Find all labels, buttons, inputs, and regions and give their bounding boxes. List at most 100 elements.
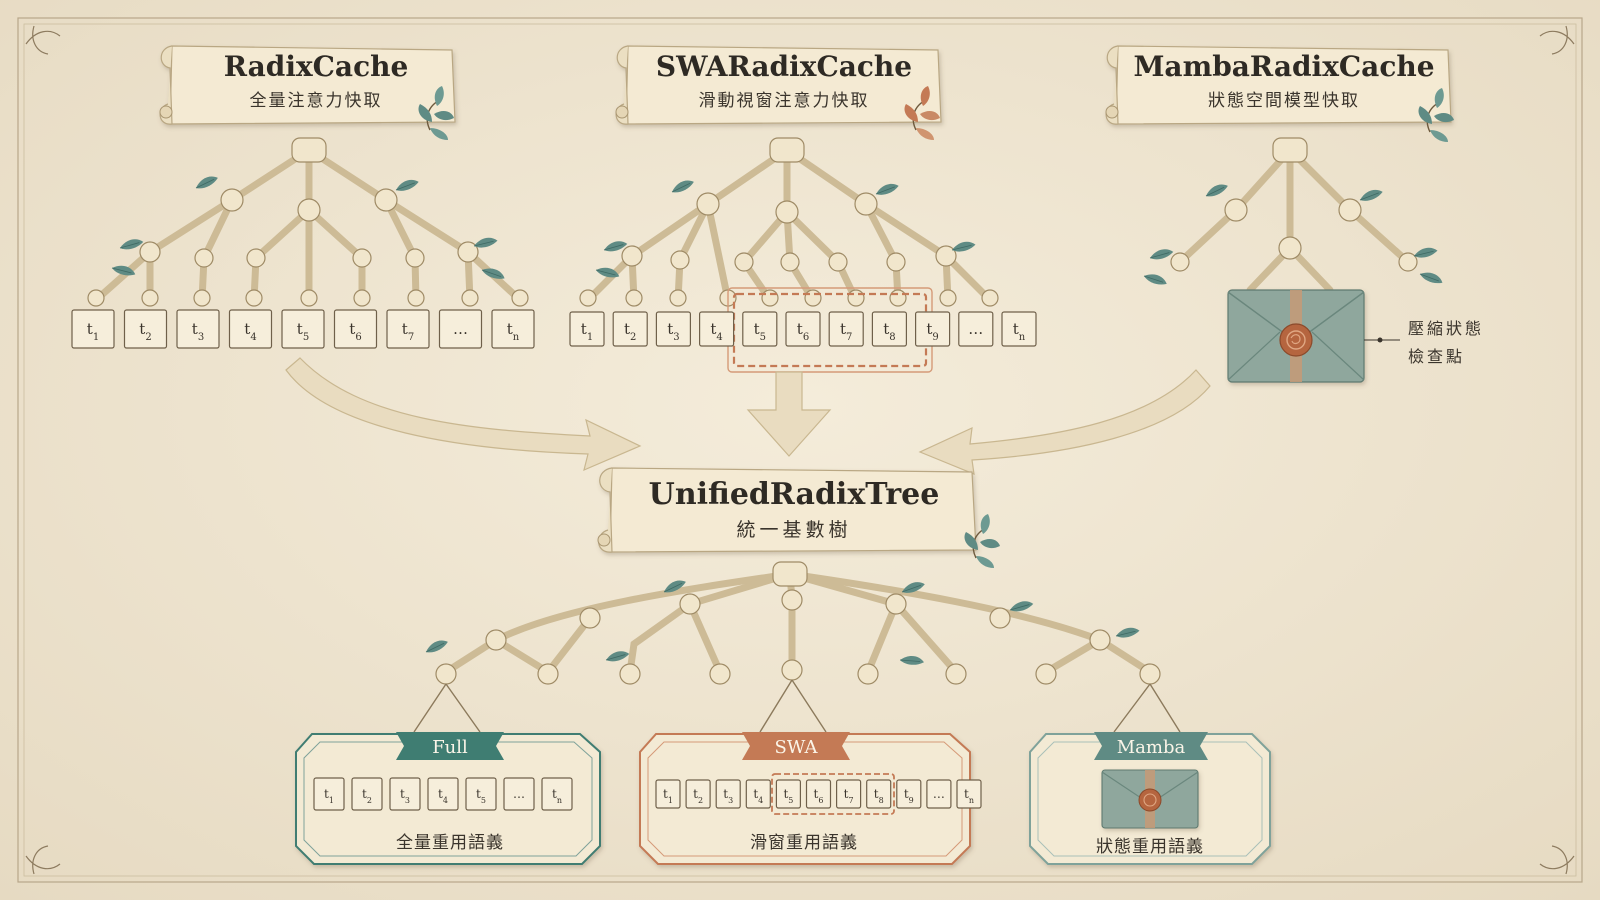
token-box (569, 311, 605, 347)
checkpoint-pointer-dot (1377, 337, 1383, 343)
token-box (71, 309, 115, 349)
token-box (655, 779, 681, 809)
token-box (775, 779, 802, 809)
radix-cache-title: RadixCache (224, 50, 409, 83)
radix-cache-tree-nodes (87, 137, 529, 307)
token-label: … (453, 320, 468, 338)
token-label: t7 (844, 787, 854, 805)
inner-frame (23, 23, 1577, 877)
unified-tree-nodes (435, 561, 1161, 685)
swa-cache-subtitle: 滑動視窗注意力快取 (699, 91, 870, 111)
radix-cache-banner (159, 45, 456, 125)
full-panel-label: 全量重用語義 (396, 833, 504, 853)
swa-cache-tree-nodes (579, 137, 999, 307)
token-box (914, 311, 951, 347)
token-label: t1 (324, 787, 334, 805)
full-tag (396, 732, 504, 760)
mamba-cache-title: MambaRadixCache (1133, 50, 1434, 83)
swa-tag (742, 732, 850, 760)
token-label: t5 (476, 787, 486, 805)
mamba-tag (1094, 732, 1208, 760)
token-box (491, 309, 535, 349)
token-box (281, 309, 325, 349)
token-box (389, 777, 421, 811)
token-box (228, 309, 273, 349)
token-label: t1 (663, 787, 673, 805)
mamba-cache-tree-nodes (1170, 137, 1418, 272)
token-label: tn (964, 787, 974, 805)
token-box (612, 311, 648, 347)
wax-seal-icon (1138, 788, 1162, 812)
swa-tag-label: SWA (775, 737, 819, 758)
full-tag-label: Full (432, 737, 468, 758)
wax-seal-icon (1279, 323, 1313, 357)
unified-radix-tree-banner (597, 467, 977, 553)
swa-cache-banner (615, 45, 942, 125)
full-panel-token-row: t1 t2 t3 t4 t5 … tn (313, 777, 573, 811)
unified-title: UnifiedRadixTree (649, 477, 940, 512)
token-box (698, 311, 735, 347)
token-box (333, 309, 378, 349)
arrow-icon (285, 357, 1211, 475)
token-box (465, 777, 497, 811)
token-box (742, 311, 778, 347)
panel-hanging-strings (413, 679, 1181, 733)
token-box (805, 779, 832, 809)
token-label: t9 (904, 787, 914, 805)
token-box (176, 309, 220, 349)
token-label: tn (552, 787, 562, 805)
token-label: … (933, 787, 945, 801)
swa-panel (639, 733, 971, 865)
token-label: t4 (438, 787, 448, 805)
swa-cache-title: SWARadixCache (656, 50, 912, 83)
token-box (685, 779, 711, 809)
token-box (745, 779, 771, 809)
token-box (123, 309, 168, 349)
token-label: t3 (723, 787, 733, 805)
swa-panel-token-row: t1 t2 t3 t4 t5 t6 t7 t8 t9 … tn (655, 779, 982, 809)
token-label: t2 (362, 787, 372, 805)
token-box (351, 777, 383, 811)
token-label: t3 (400, 787, 410, 805)
token-box (871, 311, 908, 347)
token-box (785, 311, 821, 347)
token-box (313, 777, 345, 811)
swa-panel-window-highlight (771, 773, 895, 815)
token-box (1001, 311, 1037, 347)
mamba-tag-label: Mamba (1117, 737, 1186, 758)
token-box (541, 777, 573, 811)
token-label: t5 (783, 787, 793, 805)
token-label: … (513, 787, 525, 801)
token-label: t4 (753, 787, 763, 805)
token-label: t2 (693, 787, 703, 805)
token-box (386, 309, 430, 349)
token-box (958, 311, 994, 347)
token-box (956, 779, 982, 809)
token-box (427, 777, 459, 811)
unified-subtitle: 統一基數樹 (736, 519, 851, 541)
radix-cache-subtitle: 全量注意力快取 (250, 91, 383, 111)
outer-frame (17, 17, 1583, 883)
corner-flourish-icon (25, 25, 1575, 875)
token-box (896, 779, 922, 809)
mamba-cache-banner (1105, 45, 1452, 125)
token-box (438, 309, 483, 349)
token-box (715, 779, 741, 809)
mamba-panel-label: 狀態重用語義 (1096, 837, 1204, 857)
token-label: t8 (874, 787, 884, 805)
token-label: … (968, 320, 983, 338)
swa-panel-label: 滑窗重用語義 (750, 833, 858, 853)
token-box (503, 777, 535, 811)
token-box (835, 779, 862, 809)
checkpoint-label-line2: 檢查點 (1408, 347, 1465, 366)
checkpoint-label-line1: 壓縮狀態 (1408, 319, 1484, 338)
token-box (655, 311, 692, 347)
token-box (926, 779, 952, 809)
token-box (828, 311, 864, 347)
mamba-cache-subtitle: 狀態空間模型快取 (1208, 91, 1360, 111)
token-label: t6 (814, 787, 824, 805)
token-box (866, 779, 892, 809)
